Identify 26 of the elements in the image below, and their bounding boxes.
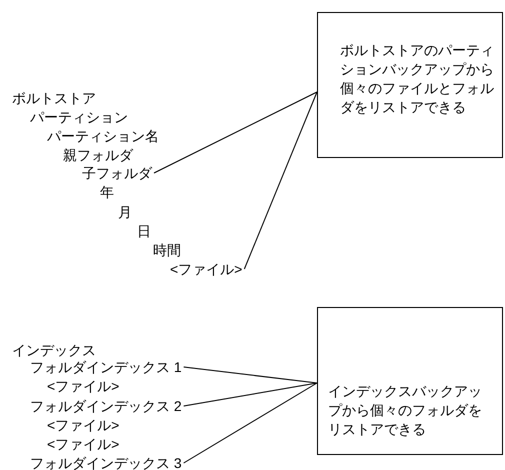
tree-item: <ファイル> — [47, 376, 120, 396]
tree-item: 年 — [100, 182, 114, 202]
leader-line — [183, 366, 318, 384]
tree-item: <ファイル> — [170, 260, 242, 278]
tree-item: インデックス — [12, 340, 96, 360]
tree-item: 月 — [118, 202, 132, 222]
tree-item: 親フォルダ — [63, 146, 133, 164]
tree-item: パーティション名 — [47, 126, 159, 146]
tree-item: 日 — [137, 222, 151, 240]
tree-item: フォルダインデックス 2 — [30, 396, 182, 416]
leader-line — [183, 382, 318, 464]
tree-item: 時間 — [153, 240, 181, 260]
tree-item: フォルダインデックス 3 — [30, 454, 182, 470]
tree-item: フォルダインデックス 1 — [30, 358, 182, 376]
callout-box — [317, 307, 503, 455]
tree-item: <ファイル> — [47, 434, 120, 454]
leader-line — [154, 92, 318, 174]
tree-item: 子フォルダ — [82, 164, 152, 182]
callout-text: インデックスバックアップから個々のフォルダをリストアできる — [328, 382, 483, 439]
tree-item: ボルトストア — [12, 88, 96, 108]
tree-item: パーティション — [30, 108, 128, 126]
callout-box — [317, 12, 503, 158]
leader-line — [244, 92, 318, 270]
callout-text: ボルトストアのパーティションバックアップから個々のファイルとフォルダをリストアできる — [340, 41, 494, 117]
leader-line — [183, 382, 318, 406]
tree-item: <ファイル> — [47, 416, 120, 434]
